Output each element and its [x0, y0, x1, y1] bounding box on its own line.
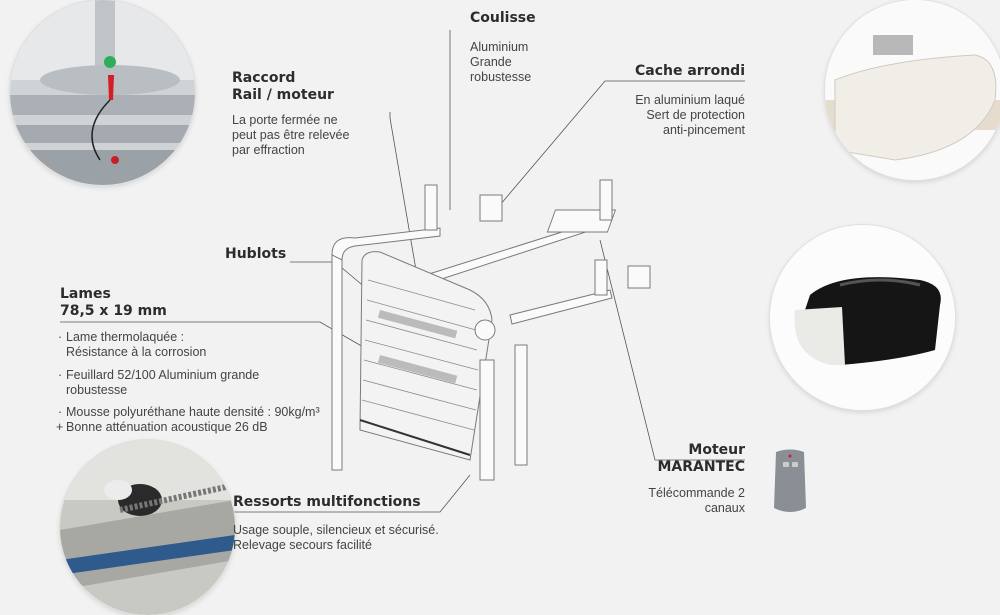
lames-bullet-marker: + [56, 420, 64, 434]
lames-bullet-4: Bonne atténuation acoustique 26 dB [66, 420, 268, 435]
lames-bullet-line: Lame thermolaquée : [66, 330, 185, 344]
lames-bullet-3: Mousse polyuréthane haute densité : 90kg… [66, 405, 320, 420]
lames-title-line: 78,5 x 19 mm [60, 303, 167, 319]
lames-bullet-marker: · [58, 330, 63, 344]
photo-circle-motor [770, 225, 955, 410]
cache-desc-line: En aluminium laqué [635, 93, 745, 107]
cache-desc-line: Sert de protection [646, 108, 745, 122]
coulisse-desc-line: Grande [470, 55, 512, 69]
lames-bullet-1: Lame thermolaquée : Résistance à la corr… [66, 330, 206, 360]
cache-title: Cache arrondi [634, 63, 745, 79]
lames-bullet-line: Bonne atténuation acoustique 26 dB [66, 420, 268, 434]
lames-bullet-line: Résistance à la corrosion [66, 345, 207, 359]
ressorts-desc-line: Usage souple, silencieux et sécurisé. [233, 523, 439, 537]
moteur-desc-line: Télécommande 2 [648, 486, 745, 500]
lames-bullet-line: Mousse polyuréthane haute densité : 90kg… [66, 405, 320, 419]
coulisse-desc-line: robustesse [470, 70, 532, 84]
lames-title-line: Lames [60, 286, 111, 302]
lames-bullet-line: Feuillard 52/100 Aluminium grande [66, 368, 260, 382]
raccord-desc-line: peut pas être relevée [232, 128, 350, 142]
raccord-title-line: Rail / moteur [232, 87, 334, 103]
lames-bullet-line: robustesse [66, 383, 128, 397]
raccord-desc: La porte fermée ne peut pas être relevée… [232, 113, 349, 158]
lames-bullet-marker: · [58, 368, 63, 382]
remote-control-icon [774, 449, 806, 512]
raccord-title: Raccord Rail / moteur [232, 70, 334, 104]
raccord-desc-line: La porte fermée ne [232, 113, 338, 127]
moteur-title: Moteur MARANTEC [658, 442, 746, 476]
photo-circle-springs [60, 440, 235, 615]
raccord-desc-line: par effraction [232, 143, 305, 157]
cache-desc: En aluminium laqué Sert de protection an… [635, 93, 745, 138]
moteur-desc-line: canaux [704, 501, 745, 515]
coulisse-desc-line: Aluminium [470, 40, 529, 54]
photo-circle-release-cord [10, 0, 195, 185]
lames-bullet-marker: · [58, 405, 63, 419]
coulisse-desc: Aluminium Grande robustesse [470, 40, 531, 85]
coulisse-title: Coulisse [470, 10, 536, 26]
moteur-title-line: MARANTEC [657, 459, 746, 475]
raccord-title-line: Raccord [232, 70, 296, 86]
cache-desc-line: anti-pincement [663, 123, 745, 137]
lames-title: Lames 78,5 x 19 mm [60, 286, 167, 320]
lames-bullet-2: Feuillard 52/100 Aluminium grande robust… [66, 368, 259, 398]
photo-circle-rounded-cover [825, 0, 1000, 180]
moteur-desc: Télécommande 2 canaux [648, 486, 745, 516]
ressorts-title: Ressorts multifonctions [233, 494, 421, 510]
ressorts-desc-line: Relevage secours facilité [233, 538, 372, 552]
moteur-title-line: Moteur [688, 442, 745, 458]
garage-door-drawing [331, 179, 651, 481]
hublots-title: Hublots [225, 246, 287, 262]
ressorts-desc: Usage souple, silencieux et sécurisé. Re… [233, 523, 439, 553]
